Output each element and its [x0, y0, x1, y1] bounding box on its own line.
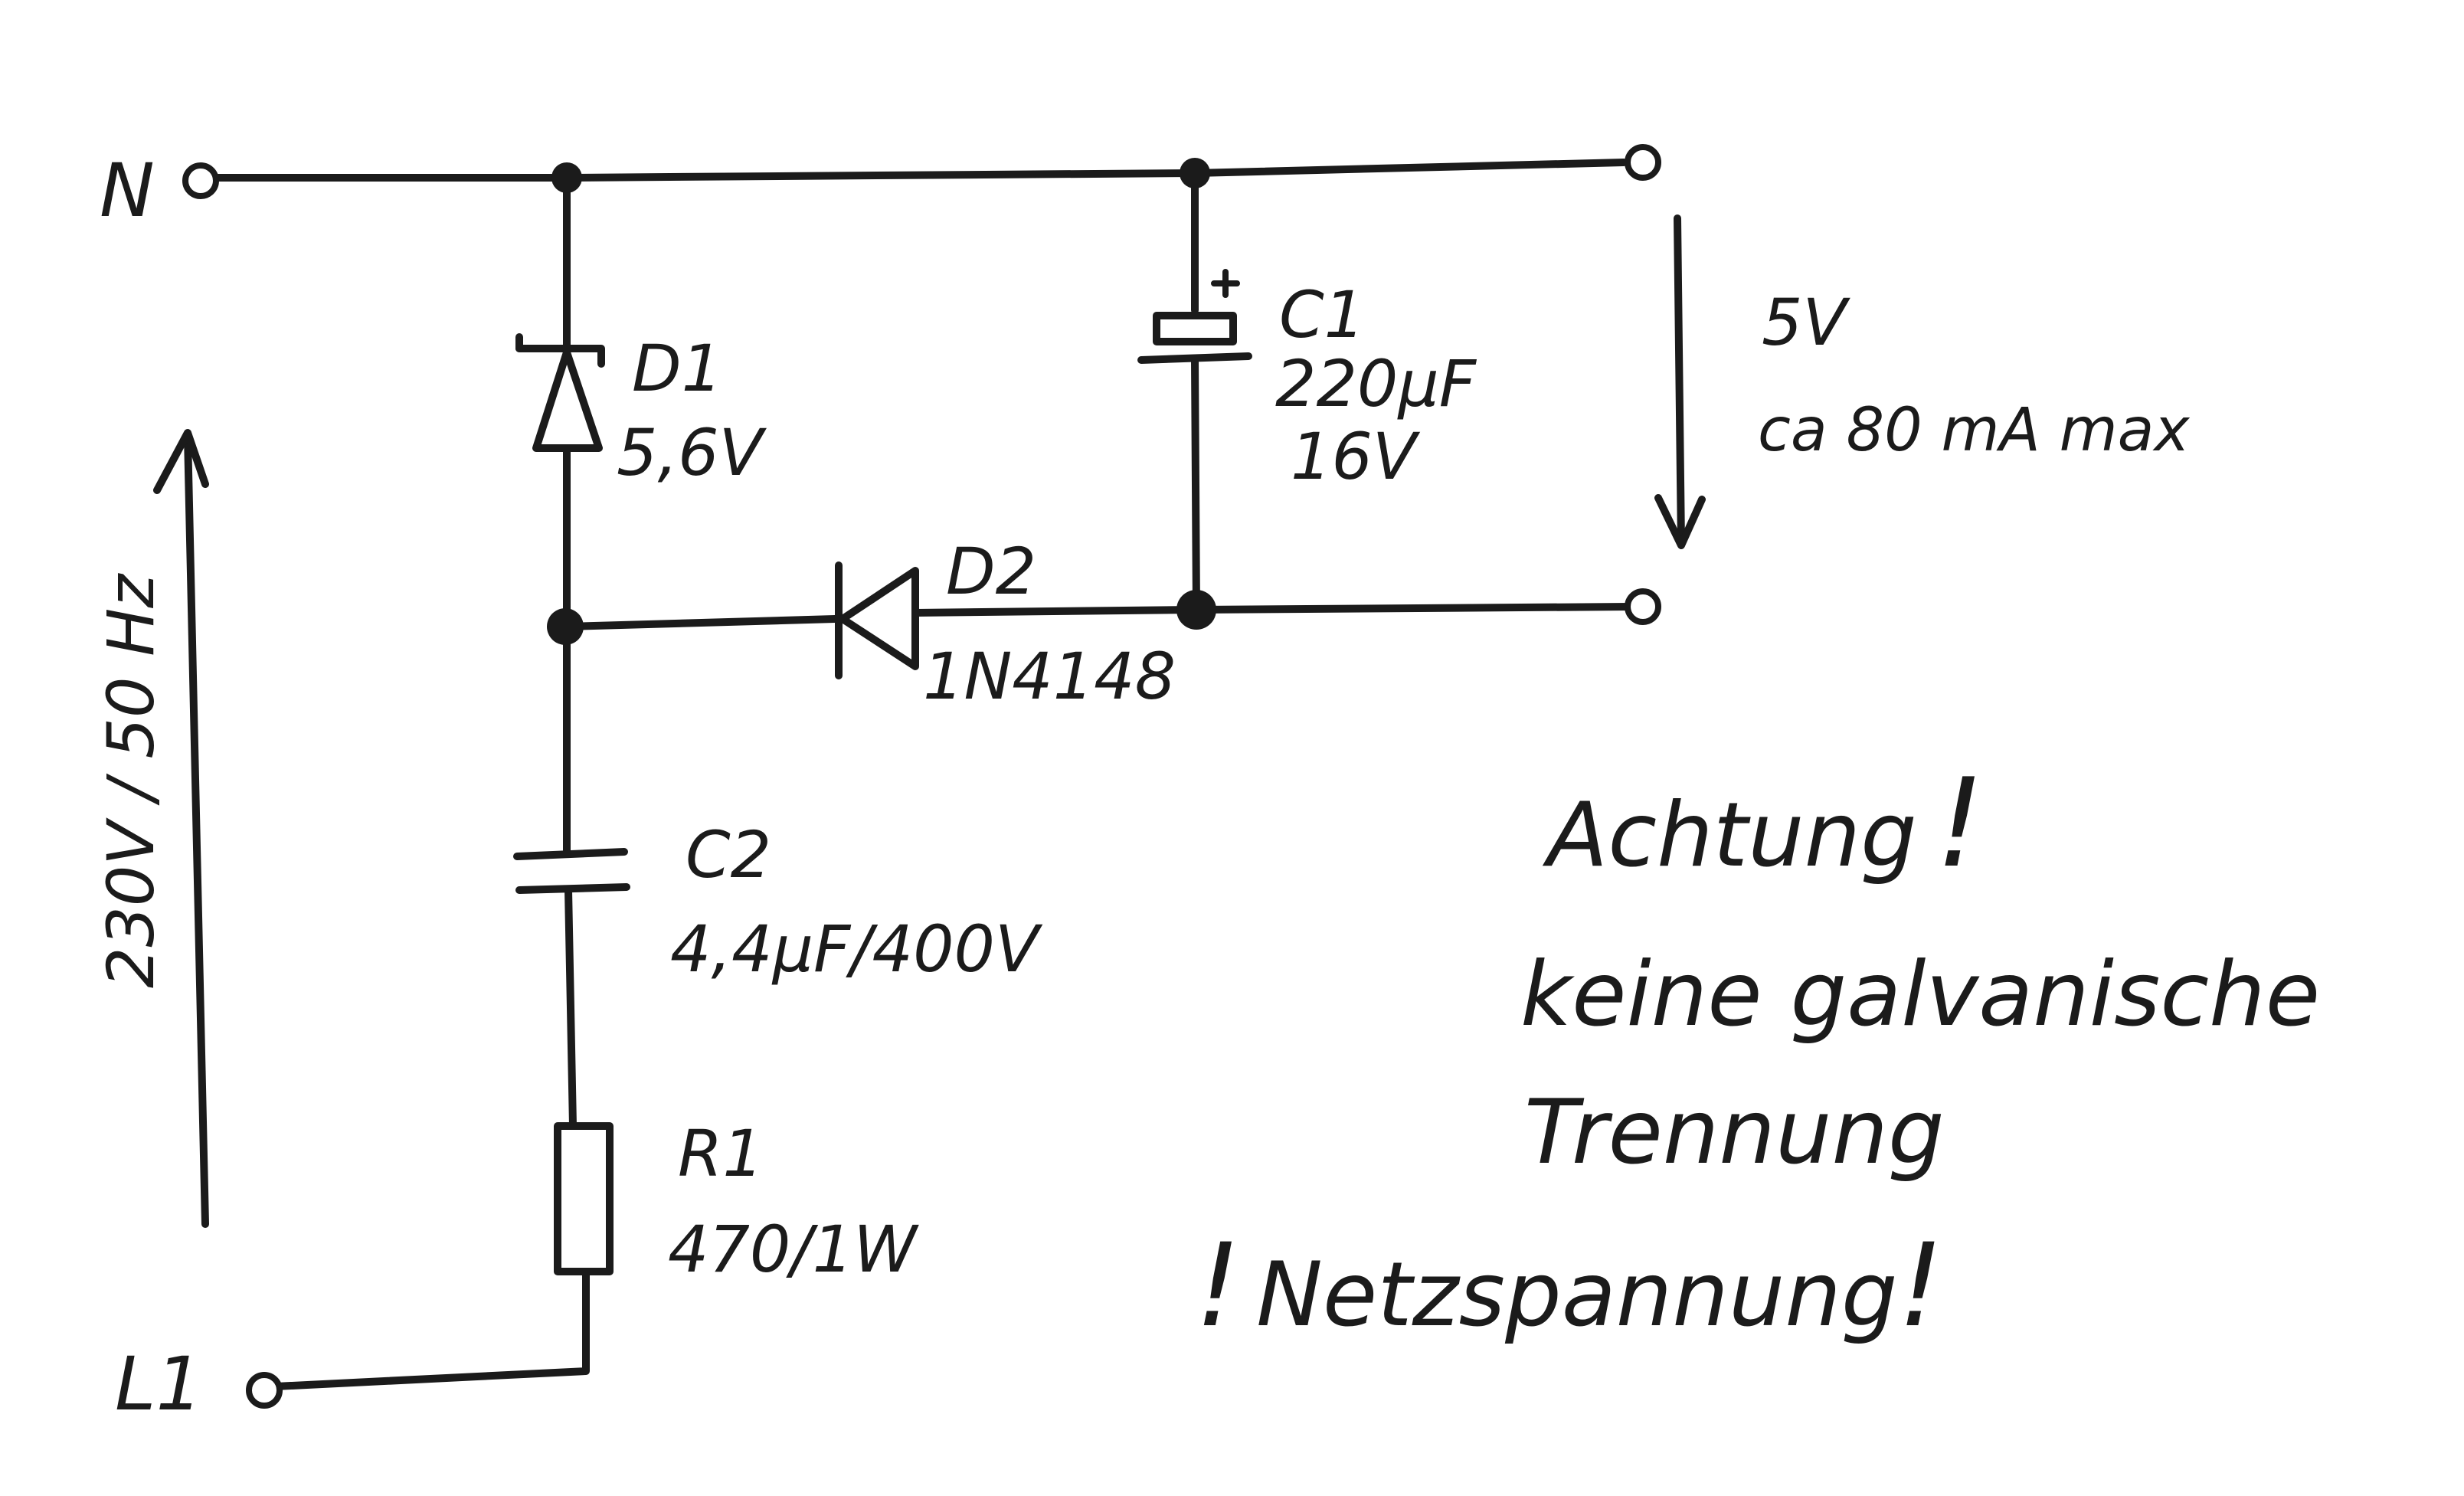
resistor-r1	[554, 1122, 614, 1275]
c1-value: 220µF	[1275, 346, 1477, 421]
r1-name: R1	[678, 1116, 764, 1191]
terminal-n	[182, 162, 219, 199]
output-voltage-label: 5V	[1762, 285, 1850, 360]
warning-line-2: keine galvanische	[1520, 943, 2320, 1046]
d2-value: 1N4148	[923, 639, 1176, 714]
node-bottom-right	[1176, 590, 1216, 630]
capacitor-c1	[1137, 269, 1252, 364]
terminal-l1	[246, 1372, 283, 1409]
c1-branch	[1191, 169, 1200, 614]
terminal-l1-label: L1	[115, 1341, 203, 1427]
terminal-out-minus	[1625, 588, 1661, 625]
diode-d2	[835, 561, 919, 679]
supply-voltage-arrow	[153, 429, 209, 1228]
warning-line-1: Achtung!	[1542, 751, 1985, 895]
warning-title: Achtung	[1542, 784, 1917, 887]
warning-line-4: !Netzspannung!	[1195, 1219, 1944, 1353]
node-top-left	[551, 162, 582, 193]
output-voltage-arrow	[1654, 214, 1706, 549]
c2-name: C2	[686, 817, 771, 892]
c1-rating: 16V	[1291, 419, 1421, 494]
top-rail	[212, 159, 1628, 182]
terminal-n-label: N	[100, 148, 155, 234]
node-top-right	[1180, 158, 1210, 188]
capacitor-c2	[513, 848, 630, 894]
left-branch	[272, 174, 590, 1390]
zener-diode-d1	[515, 333, 605, 452]
output-current-label: ca 80 mA max	[1758, 396, 2190, 465]
warning-line-4-text: Netzspannung	[1256, 1243, 1897, 1347]
warning-title-mark: !	[1936, 751, 1985, 895]
supply-voltage-label: 230V / 50 Hz	[93, 573, 169, 988]
warning-line-3: Trennung	[1524, 1081, 1945, 1184]
node-d1-d2	[547, 608, 584, 645]
warning-line-4-pre: !	[1195, 1219, 1241, 1353]
c2-value: 4,4µF/400V	[670, 912, 1043, 987]
c1-name: C1	[1279, 277, 1365, 352]
r1-value: 470/1W	[668, 1212, 919, 1287]
terminal-out-plus	[1625, 144, 1661, 181]
d1-value: 5,6V	[617, 415, 767, 490]
d1-name: D1	[632, 331, 722, 406]
d2-name: D2	[946, 534, 1036, 609]
warning-line-4-post: !	[1898, 1219, 1944, 1353]
